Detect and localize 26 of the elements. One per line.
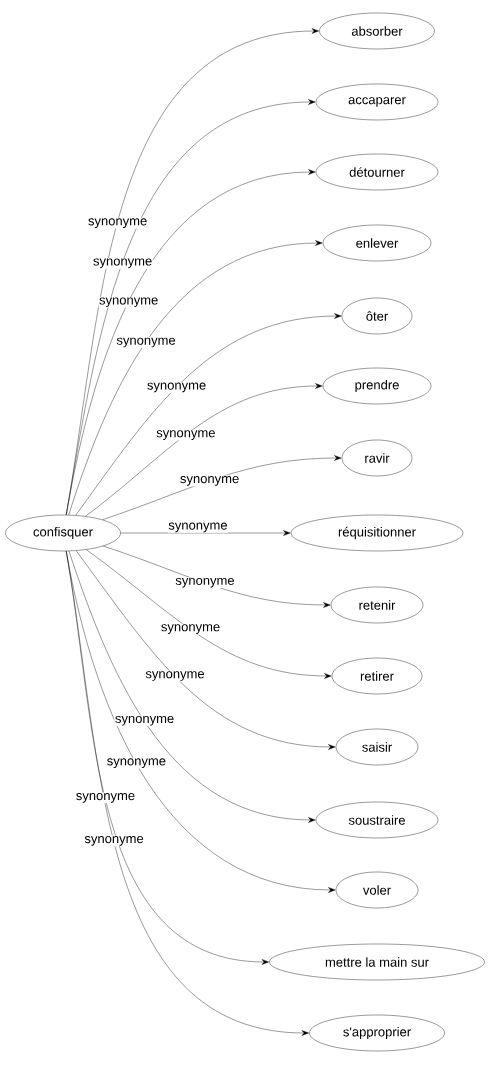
arrow <box>120 530 291 536</box>
edge-label: synonyme <box>115 715 174 726</box>
edge-label: synonyme <box>93 258 152 269</box>
edge-label: synonyme <box>88 218 147 228</box>
arrow <box>66 550 309 1036</box>
arrow <box>68 240 323 516</box>
edge-label: synonyme <box>116 337 176 348</box>
edge-label: synonyme <box>161 624 220 634</box>
edge-label: synonyme <box>180 476 239 486</box>
arrow <box>102 455 342 520</box>
edge-label: synonyme <box>107 758 166 769</box>
arrow <box>68 550 316 823</box>
edge-label: synonyme <box>156 430 215 440</box>
edge-label: synonyme <box>145 671 205 681</box>
edge-label: synonyme <box>175 577 234 588</box>
arrow <box>75 550 336 750</box>
arrow <box>85 383 323 517</box>
arrow <box>66 169 316 516</box>
arrow <box>86 549 332 679</box>
edge-label: synonyme <box>168 522 227 533</box>
edge-label: synonyme <box>76 793 135 803</box>
arrow <box>75 313 342 516</box>
edge-label: synonyme <box>147 382 206 393</box>
edge-label: synonyme <box>84 836 144 846</box>
arrow <box>103 545 331 608</box>
edge-label: synonyme <box>99 297 158 308</box>
